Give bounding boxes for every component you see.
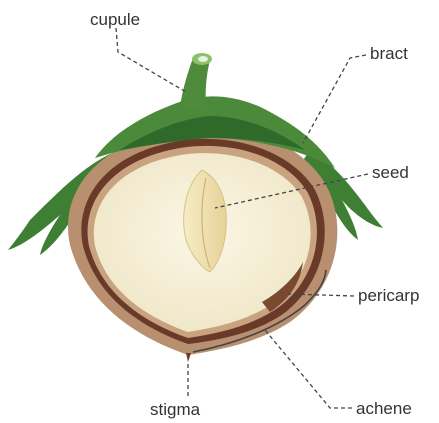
leader-cupule xyxy=(116,28,186,92)
stigma-tip xyxy=(186,353,191,362)
stalk-hole xyxy=(198,56,208,62)
stalk xyxy=(180,58,210,110)
label-stigma: stigma xyxy=(150,401,200,418)
leader-achene xyxy=(265,330,352,408)
label-bract: bract xyxy=(370,45,408,62)
label-achene: achene xyxy=(356,400,412,417)
label-cupule: cupule xyxy=(90,11,140,28)
leader-bract xyxy=(303,55,366,143)
label-pericarp: pericarp xyxy=(358,287,419,304)
label-seed: seed xyxy=(372,164,409,181)
